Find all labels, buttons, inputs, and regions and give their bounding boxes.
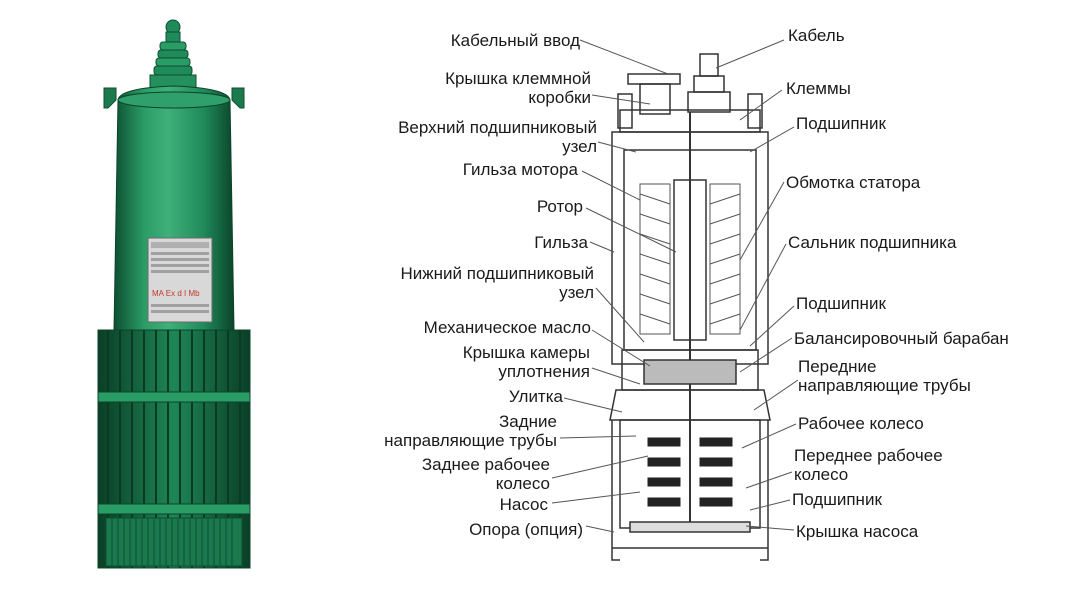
label-stator-winding: Обмотка статора xyxy=(786,173,920,192)
label-front-guide-tubes: Передние направляющие трубы xyxy=(798,357,971,395)
label-front-impeller-line1: Переднее рабочее xyxy=(794,446,943,465)
label-rear-impeller-line1: Заднее рабочее xyxy=(422,455,550,474)
label-balance-drum: Балансировочный барабан xyxy=(794,329,1009,348)
label-terminals-text: Клеммы xyxy=(786,79,851,98)
label-rotor: Ротор xyxy=(537,197,583,216)
label-bearing-seal: Сальник подшипника xyxy=(788,233,956,252)
label-rotor-text: Ротор xyxy=(537,197,583,216)
label-balance-drum-text: Балансировочный барабан xyxy=(794,329,1009,348)
label-front-guide-tubes-line2: направляющие трубы xyxy=(798,376,971,395)
label-cable: Кабель xyxy=(788,26,845,45)
label-upper-bearing-unit-line1: Верхний подшипниковый xyxy=(398,118,597,137)
label-pump-cover-text: Крышка насоса xyxy=(796,522,918,541)
label-pump: Насос xyxy=(500,495,548,514)
label-impeller: Рабочее колесо xyxy=(798,414,924,433)
label-support-optional-text: Опора (опция) xyxy=(469,520,583,539)
label-seal-chamber-cover-line1: Крышка камеры xyxy=(463,343,590,362)
label-upper-bearing-unit: Верхний подшипниковый узел xyxy=(398,118,597,156)
label-motor-sleeve: Гильза мотора xyxy=(463,160,578,179)
label-upper-bearing-unit-line2: узел xyxy=(398,137,597,156)
label-lower-bearing-unit-line2: узел xyxy=(400,283,594,302)
label-sleeve-text: Гильза xyxy=(534,233,588,252)
label-front-impeller-line2: колесо xyxy=(794,465,943,484)
section-cable-gland xyxy=(688,54,730,112)
label-rear-guide-tubes-line2: направляющие трубы xyxy=(384,431,557,450)
label-bearing-seal-text: Сальник подшипника xyxy=(788,233,956,252)
label-motor-sleeve-text: Гильза мотора xyxy=(463,160,578,179)
label-mechanical-oil-text: Механическое масло xyxy=(424,318,591,337)
label-cable-text: Кабель xyxy=(788,26,845,45)
label-lower-bearing-unit-line1: Нижний подшипниковый xyxy=(400,264,594,283)
section-pump-cover xyxy=(630,522,750,532)
label-volute: Улитка xyxy=(509,387,563,406)
label-front-impeller: Переднее рабочее колесо xyxy=(794,446,943,484)
label-impeller-text: Рабочее колесо xyxy=(798,414,924,433)
label-rear-impeller-line2: колесо xyxy=(422,474,550,493)
label-bearing-mid: Подшипник xyxy=(796,294,886,313)
label-bearing-top: Подшипник xyxy=(796,114,886,133)
label-lower-bearing-unit: Нижний подшипниковый узел xyxy=(400,264,594,302)
label-seal-chamber-cover-line2: уплотнения xyxy=(463,362,590,381)
label-cable-entry: Кабельный ввод xyxy=(451,31,580,50)
label-bearing-bottom: Подшипник xyxy=(792,490,882,509)
label-bearing-bottom-text: Подшипник xyxy=(792,490,882,509)
label-terminal-box-cover: Крышка клеммной коробки xyxy=(445,69,591,107)
label-pump-cover: Крышка насоса xyxy=(796,522,918,541)
label-rear-impeller: Заднее рабочее колесо xyxy=(422,455,550,493)
label-bearing-mid-text: Подшипник xyxy=(796,294,886,313)
label-terminal-box-cover-line1: Крышка клеммной xyxy=(445,69,591,88)
label-sleeve: Гильза xyxy=(534,233,588,252)
label-volute-text: Улитка xyxy=(509,387,563,406)
label-rear-guide-tubes: Задние направляющие трубы xyxy=(384,412,557,450)
label-seal-chamber-cover: Крышка камеры уплотнения xyxy=(463,343,590,381)
label-cable-entry-text: Кабельный ввод xyxy=(451,31,580,50)
label-bearing-top-text: Подшипник xyxy=(796,114,886,133)
label-front-guide-tubes-line1: Передние xyxy=(798,357,971,376)
label-pump-text: Насос xyxy=(500,495,548,514)
label-rear-guide-tubes-line1: Задние xyxy=(384,412,557,431)
label-stator-winding-text: Обмотка статора xyxy=(786,173,920,192)
label-terminals: Клеммы xyxy=(786,79,851,98)
label-mechanical-oil: Механическое масло xyxy=(424,318,591,337)
label-support-optional: Опора (опция) xyxy=(469,520,583,539)
label-terminal-box-cover-line2: коробки xyxy=(445,88,591,107)
